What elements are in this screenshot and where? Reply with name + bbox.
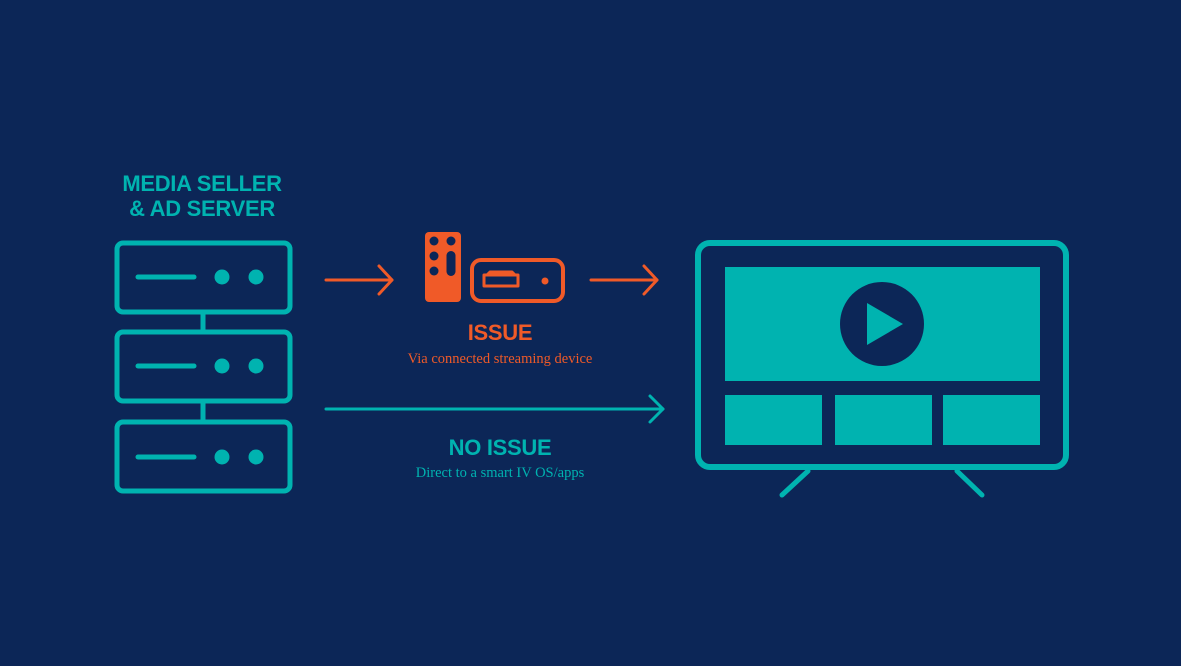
streaming-device-icon xyxy=(425,232,565,303)
app-tile xyxy=(835,395,932,445)
app-tile xyxy=(943,395,1040,445)
source-title-line1: MEDIA SELLER xyxy=(122,171,282,196)
server-stack-icon xyxy=(114,240,293,494)
direct-arrow-icon xyxy=(324,394,665,424)
source-title-line2: & AD SERVER xyxy=(129,196,275,221)
remote-icon xyxy=(425,232,461,302)
no-issue-description: Direct to a smart IV OS/apps xyxy=(415,465,585,481)
smart-tv-icon xyxy=(695,240,1069,498)
issue-label: ISSUE xyxy=(467,320,533,345)
arrow-to-device-icon xyxy=(324,264,394,296)
set-top-box-icon xyxy=(470,258,565,303)
no-issue-label: NO ISSUE xyxy=(448,435,552,460)
issue-description: Via connected streaming device xyxy=(407,351,593,367)
arrow-to-tv-icon xyxy=(589,264,659,296)
hdmi-port-icon xyxy=(482,270,520,288)
app-tile xyxy=(725,395,822,445)
source-title: MEDIA SELLER & AD SERVER xyxy=(122,171,282,221)
